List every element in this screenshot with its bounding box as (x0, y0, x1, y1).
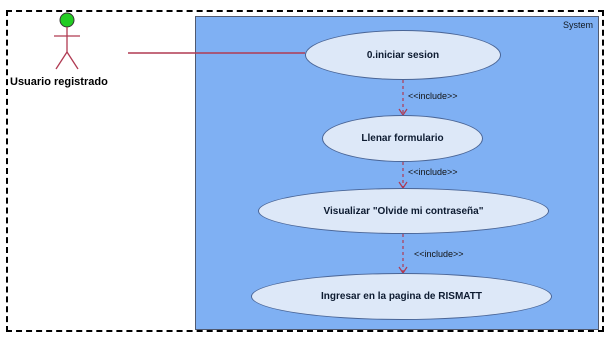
actor-label: Usuario registrado (10, 76, 108, 88)
actor-figure[interactable] (54, 12, 80, 70)
usecase-ingresar-rismatt[interactable]: Ingresar en la pagina de RISMATT (251, 273, 552, 320)
actor-left-leg (55, 51, 68, 70)
usecase-iniciar-sesion[interactable]: 0.iniciar sesion (305, 30, 501, 80)
include-label-3: <<include>> (414, 249, 464, 259)
system-label: System (562, 20, 593, 30)
include-label-1: <<include>> (408, 91, 458, 101)
usecase-llenar-formulario[interactable]: Llenar formulario (322, 115, 483, 162)
actor-right-leg (66, 51, 79, 70)
include-label-2: <<include>> (408, 167, 458, 177)
actor-head-icon (59, 12, 75, 28)
usecase-visualizar-olvide[interactable]: Visualizar "Olvide mi contraseña" (258, 188, 549, 234)
